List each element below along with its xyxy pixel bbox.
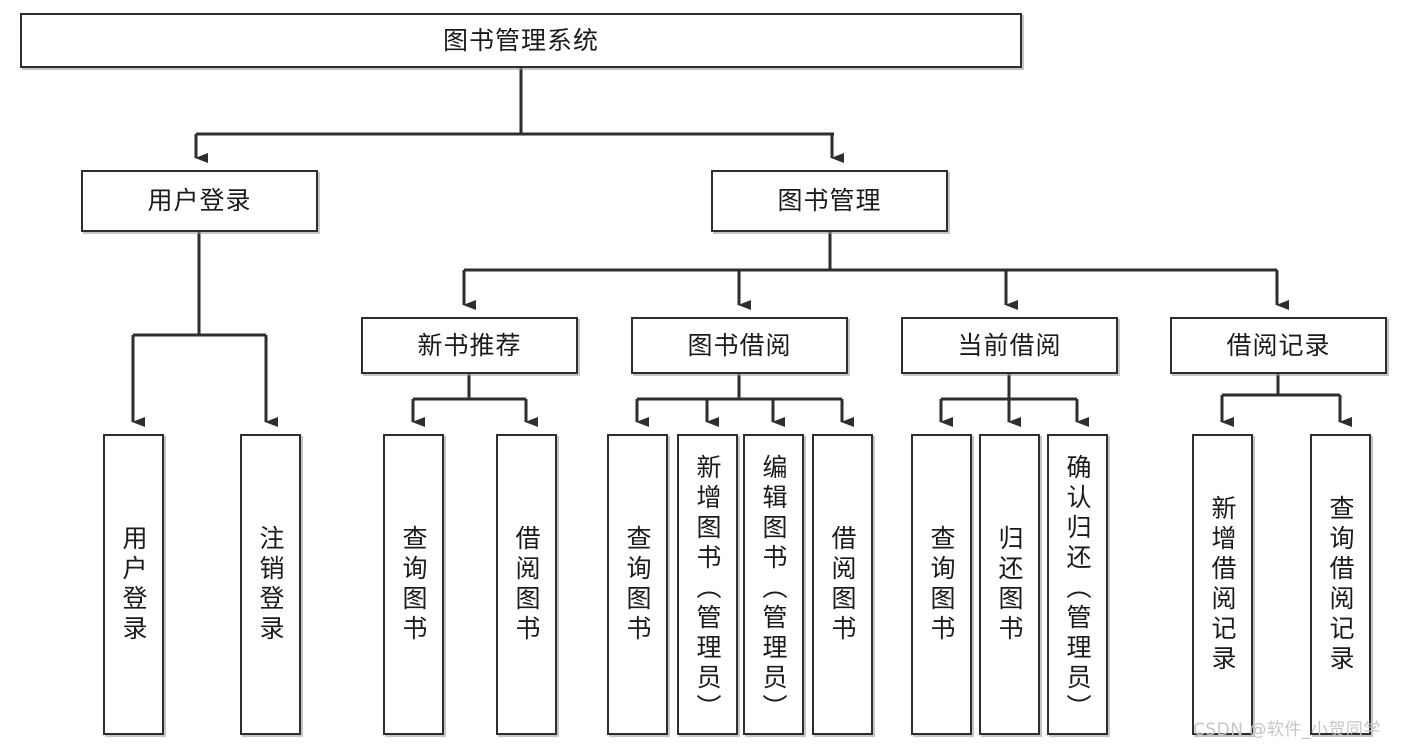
- node-borrow-record-label: 借阅记录: [1226, 330, 1331, 360]
- node-leaf-add-record[interactable]: 新增借阅记录: [1192, 434, 1253, 735]
- node-leaf-borrow-book-2-label: 借阅图书: [828, 524, 857, 645]
- node-leaf-borrow-book-1-label: 借阅图书: [512, 524, 541, 645]
- node-leaf-query-book-3-label: 查询图书: [927, 524, 956, 645]
- node-leaf-query-record[interactable]: 查询借阅记录: [1310, 434, 1371, 735]
- node-leaf-user-login[interactable]: 用户登录: [103, 434, 164, 735]
- node-leaf-logout-label: 注销登录: [256, 524, 285, 645]
- node-root-label: 图书管理系统: [442, 25, 599, 55]
- node-user-login[interactable]: 用户登录: [81, 170, 318, 232]
- node-leaf-confirm-return-label: 确认归还（管理员）: [1063, 454, 1092, 724]
- node-leaf-borrow-book-2[interactable]: 借阅图书: [812, 434, 873, 735]
- node-leaf-query-record-label: 查询借阅记录: [1326, 494, 1355, 675]
- node-book-borrow-label: 图书借阅: [687, 330, 792, 360]
- node-user-login-label: 用户登录: [147, 186, 252, 216]
- node-leaf-query-book-1-label: 查询图书: [399, 524, 428, 645]
- node-borrow-record[interactable]: 借阅记录: [1170, 317, 1387, 374]
- node-leaf-add-book[interactable]: 新增图书（管理员）: [677, 434, 738, 735]
- node-new-book-recommend[interactable]: 新书推荐: [361, 317, 578, 374]
- node-book-management-label: 图书管理: [777, 186, 882, 216]
- node-leaf-return-book[interactable]: 归还图书: [979, 434, 1040, 735]
- node-leaf-add-book-label: 新增图书（管理员）: [693, 454, 722, 724]
- node-leaf-confirm-return[interactable]: 确认归还（管理员）: [1047, 434, 1108, 735]
- node-current-borrow-label: 当前借阅: [957, 330, 1062, 360]
- node-book-management[interactable]: 图书管理: [711, 170, 948, 232]
- node-leaf-query-book-1[interactable]: 查询图书: [383, 434, 444, 735]
- node-leaf-edit-book-label: 编辑图书（管理员）: [759, 454, 788, 724]
- node-root[interactable]: 图书管理系统: [20, 13, 1022, 68]
- node-leaf-query-book-2-label: 查询图书: [623, 524, 652, 645]
- node-leaf-edit-book[interactable]: 编辑图书（管理员）: [743, 434, 804, 735]
- watermark-text: CSDN @软件_小贺同学: [1193, 720, 1381, 740]
- node-leaf-return-book-label: 归还图书: [995, 524, 1024, 645]
- node-leaf-borrow-book-1[interactable]: 借阅图书: [496, 434, 557, 735]
- node-leaf-add-record-label: 新增借阅记录: [1208, 494, 1237, 675]
- node-leaf-user-login-label: 用户登录: [119, 524, 148, 645]
- node-leaf-query-book-2[interactable]: 查询图书: [607, 434, 668, 735]
- node-leaf-query-book-3[interactable]: 查询图书: [911, 434, 972, 735]
- node-book-borrow[interactable]: 图书借阅: [631, 317, 848, 374]
- node-current-borrow[interactable]: 当前借阅: [901, 317, 1118, 374]
- node-leaf-logout[interactable]: 注销登录: [240, 434, 301, 735]
- node-new-book-recommend-label: 新书推荐: [417, 330, 522, 360]
